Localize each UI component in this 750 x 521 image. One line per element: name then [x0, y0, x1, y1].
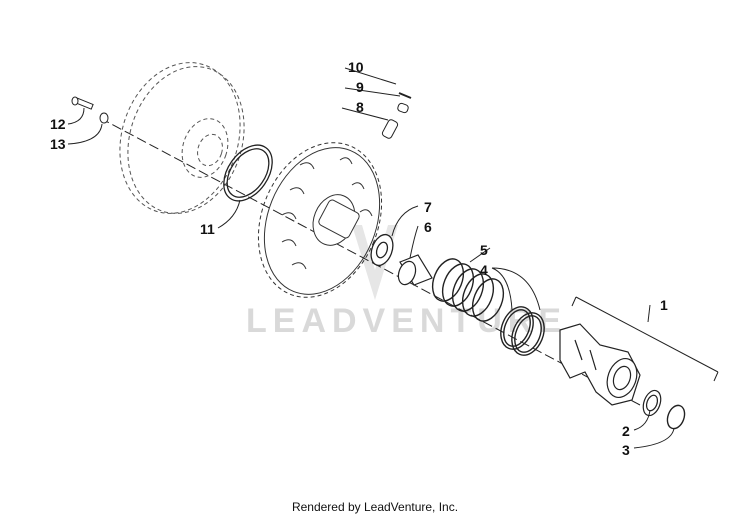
bushing-part	[397, 254, 433, 286]
cap-part	[397, 102, 409, 114]
thrust-washer-part	[370, 233, 394, 267]
cam-assembly-part	[559, 323, 641, 406]
pin-part	[381, 119, 399, 139]
callout-12: 12	[50, 116, 66, 132]
callout-9: 9	[356, 79, 364, 95]
callout-labels: 1 2 3 4 5 6 7 8 9 10 11 12 13	[50, 59, 668, 458]
bearing-part	[642, 389, 662, 417]
movable-sheave	[257, 142, 383, 298]
washer-part	[99, 112, 109, 124]
spring-part	[431, 258, 505, 322]
callout-5: 5	[480, 242, 488, 258]
callout-3: 3	[622, 442, 630, 458]
callout-13: 13	[50, 136, 66, 152]
shaft-axis-line	[99, 117, 641, 406]
ring-parts	[500, 306, 545, 356]
fixed-sheave	[119, 62, 245, 214]
snap-ring-part	[666, 404, 686, 430]
render-credit: Rendered by LeadVenture, Inc.	[291, 500, 459, 514]
watermark-text: LEADVENTURE	[246, 302, 567, 340]
callout-6: 6	[424, 219, 432, 235]
callout-11: 11	[200, 221, 215, 237]
bolt-part	[71, 96, 94, 110]
callout-1: 1	[660, 297, 668, 313]
callout-10: 10	[348, 59, 364, 75]
callout-7: 7	[424, 199, 432, 215]
clip-part	[398, 92, 412, 99]
callout-4: 4	[480, 262, 488, 278]
leader-lines	[67, 67, 719, 449]
gasket-plate-part	[223, 144, 273, 202]
callout-2: 2	[622, 423, 630, 439]
callout-8: 8	[356, 99, 364, 115]
